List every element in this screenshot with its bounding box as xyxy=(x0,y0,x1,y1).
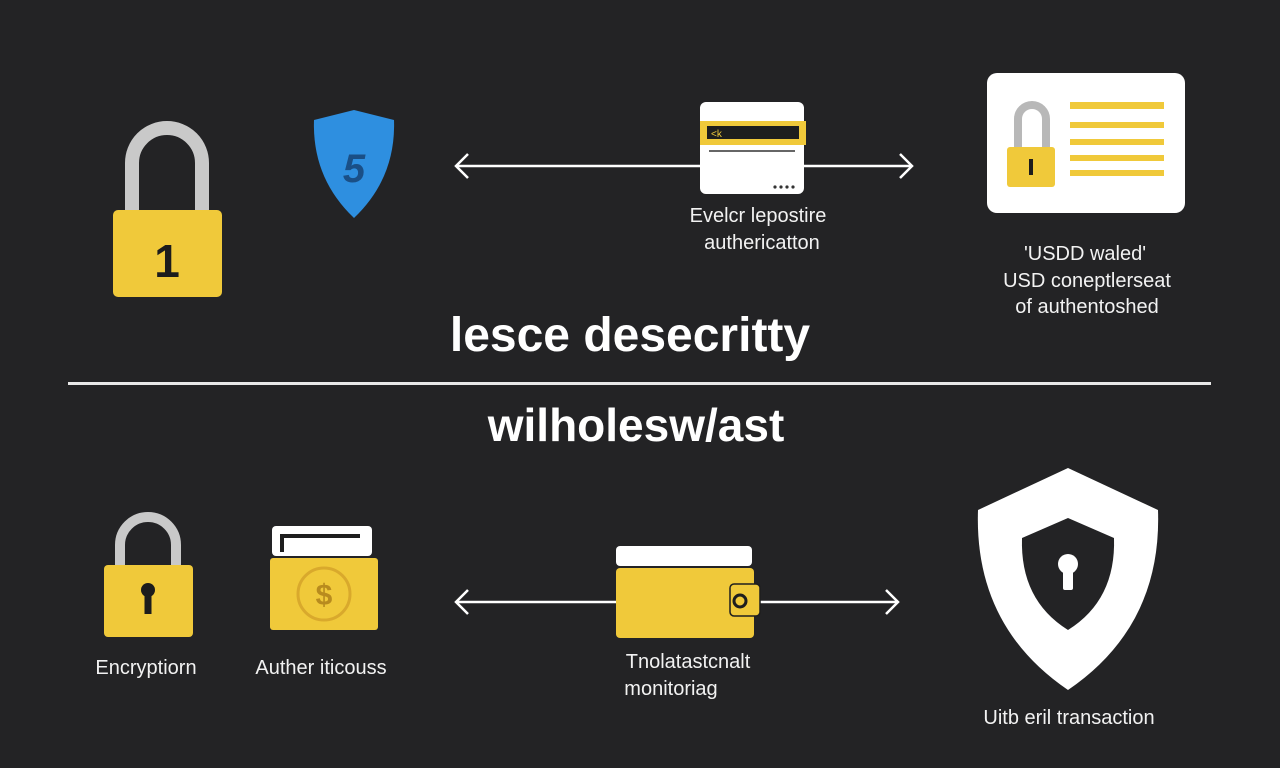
svg-text:<k: <k xyxy=(711,129,723,140)
wallet-icon xyxy=(616,546,761,638)
title: lesce desecritty xyxy=(449,309,811,362)
blue-shield-icon: 5 xyxy=(313,110,395,218)
svg-text:1: 1 xyxy=(154,235,180,287)
card-caption-line1: Evelcr lepostire xyxy=(689,205,827,227)
subtitle: wilholesw/ast xyxy=(487,399,785,451)
document-caption-line2: USD coneptlerseat xyxy=(1003,270,1171,292)
transaction-label: Uitb eril transaction xyxy=(983,707,1155,729)
svg-text:5: 5 xyxy=(343,147,366,191)
auth-label: Auther iticouss xyxy=(255,657,387,679)
document-caption-line3: of authentoshed xyxy=(1015,296,1159,318)
credit-card-icon: <k xyxy=(700,102,806,194)
monitoring-caption-line2: monitoriag xyxy=(624,678,718,700)
locked-document-icon xyxy=(1007,101,1164,187)
monitoring-caption-line1: Tnolatastcnalt xyxy=(625,651,751,673)
security-shield-icon xyxy=(977,468,1159,690)
card-caption-line2: authericatton xyxy=(704,232,820,254)
padlock-icon: 1 xyxy=(113,121,222,297)
document-caption-line1: 'USDD waled' xyxy=(1023,243,1147,265)
divider xyxy=(68,382,1211,385)
padlock-icon xyxy=(104,512,193,637)
encryption-label: Encryptiorn xyxy=(95,657,197,679)
svg-text:$: $ xyxy=(316,579,333,612)
double-arrow-top xyxy=(454,153,914,179)
wallet-dollar-icon: $ xyxy=(270,526,378,630)
